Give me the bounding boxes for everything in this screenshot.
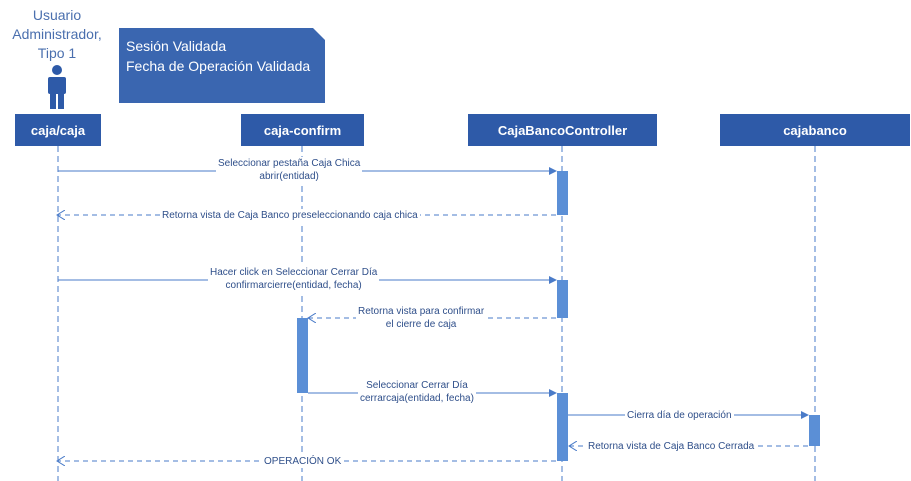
activation-bar xyxy=(557,171,568,215)
lifeline-box-cajabanco: cajabanco xyxy=(720,114,910,146)
message-label: Cierra día de operación xyxy=(625,409,734,422)
actor-label: Usuario Administrador, Tipo 1 xyxy=(12,7,102,61)
note-line: Sesión Validada xyxy=(126,38,227,54)
precondition-note: Sesión Validada Fecha de Operación Valid… xyxy=(119,28,325,103)
note-line: Fecha de Operación Validada xyxy=(126,58,311,74)
person-icon xyxy=(48,65,66,109)
message-label: Seleccionar Cerrar Día cerrarcaja(entida… xyxy=(358,379,476,405)
message-label: Retorna vista de Caja Banco Cerrada xyxy=(586,440,757,453)
activation-bar xyxy=(557,393,568,461)
message-label: Seleccionar pestaña Caja Chica abrir(ent… xyxy=(216,157,363,183)
message-label: OPERACIÓN OK xyxy=(262,455,344,468)
activation-bar xyxy=(557,280,568,318)
lifeline-box-caja-confirm: caja-confirm xyxy=(241,114,364,146)
activation-bar xyxy=(809,415,820,446)
message-label: Retorna vista de Caja Banco preseleccion… xyxy=(160,209,420,222)
lifeline-box-caja-caja: caja/caja xyxy=(15,114,101,146)
activation-bar xyxy=(297,318,308,393)
message-label: Retorna vista para confirmar el cierre d… xyxy=(356,305,487,331)
message-label: Hacer click en Seleccionar Cerrar Día co… xyxy=(208,266,380,292)
lifeline-box-cajabancocontroller: CajaBancoController xyxy=(468,114,657,146)
